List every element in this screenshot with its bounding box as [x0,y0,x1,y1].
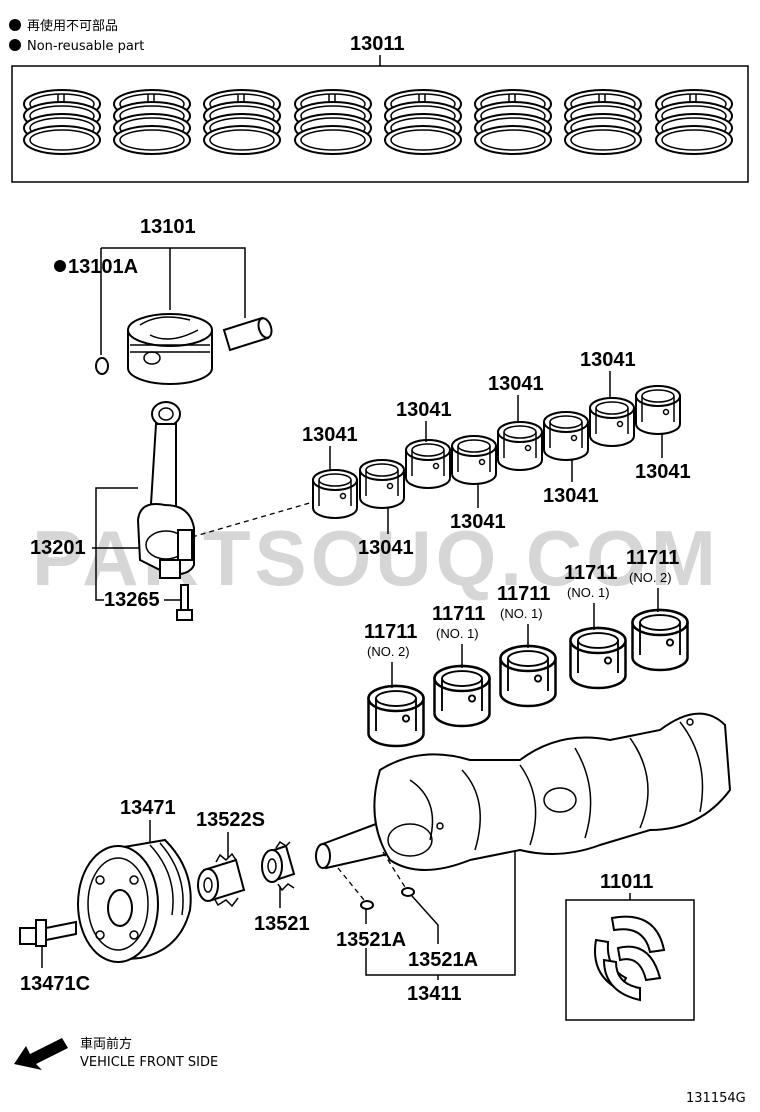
part-number-conrod-bearing[interactable]: 13041 [302,424,358,446]
part-number-crank-sprocket[interactable]: 13522S [196,809,265,831]
main-bearing-icon[interactable] [569,626,627,690]
conrod-bearing-icon[interactable] [497,421,543,471]
main-bearings-group[interactable]: 11711 (NO. 2) 11711 (NO. 1) 11711 (NO. 1… [364,547,689,748]
conrod-group[interactable]: 13201 13265 [30,401,321,621]
part-number-conrod-bearing[interactable]: 13041 [450,511,506,533]
crank-sprocket-group[interactable]: 13522S [196,809,265,908]
part-number-crank-key[interactable]: 13521A [336,929,406,951]
connecting-rod-icon[interactable] [136,401,195,579]
piston-ring-set-icon[interactable] [655,89,733,155]
part-number-crankshaft[interactable]: 13411 [407,983,462,1005]
main-bearing-icon[interactable] [433,664,491,728]
main-bearing-note: (NO. 1) [436,626,479,641]
part-number-main-bearing[interactable]: 11711 [497,583,550,605]
part-number-ring-set[interactable]: 13011 [350,33,405,55]
crank-pulley-icon[interactable] [77,838,192,963]
part-number-crank-gear[interactable]: 13521 [254,913,310,935]
part-number-conrod-bolt[interactable]: 13265 [104,589,160,611]
piston-ring-set-icon[interactable] [474,89,552,155]
legend-non-reusable-jp: 再使用不可部品 [27,18,118,34]
vehicle-front-indicator: 車両前方 VEHICLE FRONT SIDE [14,1036,218,1070]
legend-non-reusable-en: Non-reusable part [27,39,144,54]
conrod-bearing-icon[interactable] [312,469,358,519]
main-bearing-note: (NO. 2) [629,570,672,585]
diagram-code: 131154G [686,1091,746,1106]
crank-sprocket-icon[interactable] [197,852,246,908]
part-number-main-bearing[interactable]: 11711 [364,621,417,643]
vehicle-front-label-jp: 車両前方 [80,1036,132,1052]
legend: 再使用不可部品 Non-reusable part [9,18,144,54]
crank-key-icon[interactable] [360,900,374,910]
crankshaft-group[interactable]: 13411 13521A 13521A [315,712,732,1005]
main-bearing-note: (NO. 2) [367,644,410,659]
main-bearing-icon[interactable] [499,644,557,708]
crank-gear-group[interactable]: 13521 [254,840,310,935]
conrod-bearing-icon[interactable] [543,411,589,461]
conrod-bearing-icon[interactable] [589,397,635,447]
ring-set-group[interactable]: 13011 [11,33,749,183]
part-number-pulley[interactable]: 13471 [120,797,176,819]
non-reusable-marker-icon [9,19,21,31]
main-bearing-icon[interactable] [631,608,689,672]
part-number-conrod-bearing[interactable]: 13041 [543,485,599,507]
piston-group[interactable]: 13101 13101A [54,216,274,385]
part-number-piston[interactable]: 13101 [140,216,196,238]
thrust-washer-group[interactable]: 11011 [565,871,695,1021]
part-number-crank-key[interactable]: 13521A [408,949,478,971]
thrust-washer-icon[interactable] [594,915,666,1002]
part-number-conrod[interactable]: 13201 [30,537,86,559]
part-number-snap-ring[interactable]: 13101A [68,256,138,278]
part-number-main-bearing[interactable]: 11711 [432,603,485,625]
front-arrow-icon [14,1038,68,1070]
main-bearing-note: (NO. 1) [500,606,543,621]
conrod-bearings-group[interactable]: 13041 13041 13041 13041 13041 13041 1304… [302,349,691,559]
vehicle-front-label-en: VEHICLE FRONT SIDE [80,1055,218,1070]
conrod-bearing-icon[interactable] [405,439,451,489]
ring-set-box [11,65,749,183]
piston-ring-set-icon[interactable] [564,89,642,155]
piston-icon[interactable] [127,313,213,385]
part-number-thrust-washer[interactable]: 11011 [600,871,653,893]
piston-ring-set-icon[interactable] [203,89,281,155]
non-reusable-marker-icon [54,260,66,272]
conrod-bearing-icon[interactable] [451,435,497,485]
part-number-main-bearing[interactable]: 11711 [626,547,679,569]
main-bearing-icon[interactable] [367,684,425,748]
thrust-washer-box [565,899,695,1021]
crank-key-icon[interactable] [401,887,415,897]
piston-ring-set-icon[interactable] [384,89,462,155]
snap-ring-icon[interactable] [95,357,109,375]
pulley-bolt-icon[interactable] [19,919,77,947]
part-number-conrod-bearing[interactable]: 13041 [580,349,636,371]
part-number-pulley-bolt[interactable]: 13471C [20,973,90,995]
piston-pin-icon[interactable] [222,316,274,352]
crank-gear-icon[interactable] [261,840,296,892]
part-number-main-bearing[interactable]: 11711 [564,562,617,584]
conrod-bearing-icon[interactable] [635,385,681,435]
piston-ring-set-icon[interactable] [294,89,372,155]
piston-ring-set-icon[interactable] [113,89,191,155]
piston-ring-set-icon[interactable] [23,89,101,155]
part-number-conrod-bearing[interactable]: 13041 [358,537,414,559]
part-number-conrod-bearing[interactable]: 13041 [635,461,691,483]
non-reusable-marker-icon [9,39,21,51]
crankshaft-icon[interactable] [315,712,732,871]
main-bearing-note: (NO. 1) [567,585,610,600]
part-number-conrod-bearing[interactable]: 13041 [396,399,452,421]
conrod-bearing-icon[interactable] [359,459,405,509]
part-number-conrod-bearing[interactable]: 13041 [488,373,544,395]
conrod-bolt-icon[interactable] [176,584,193,621]
pulley-group[interactable]: 13471 13471C [19,797,192,995]
